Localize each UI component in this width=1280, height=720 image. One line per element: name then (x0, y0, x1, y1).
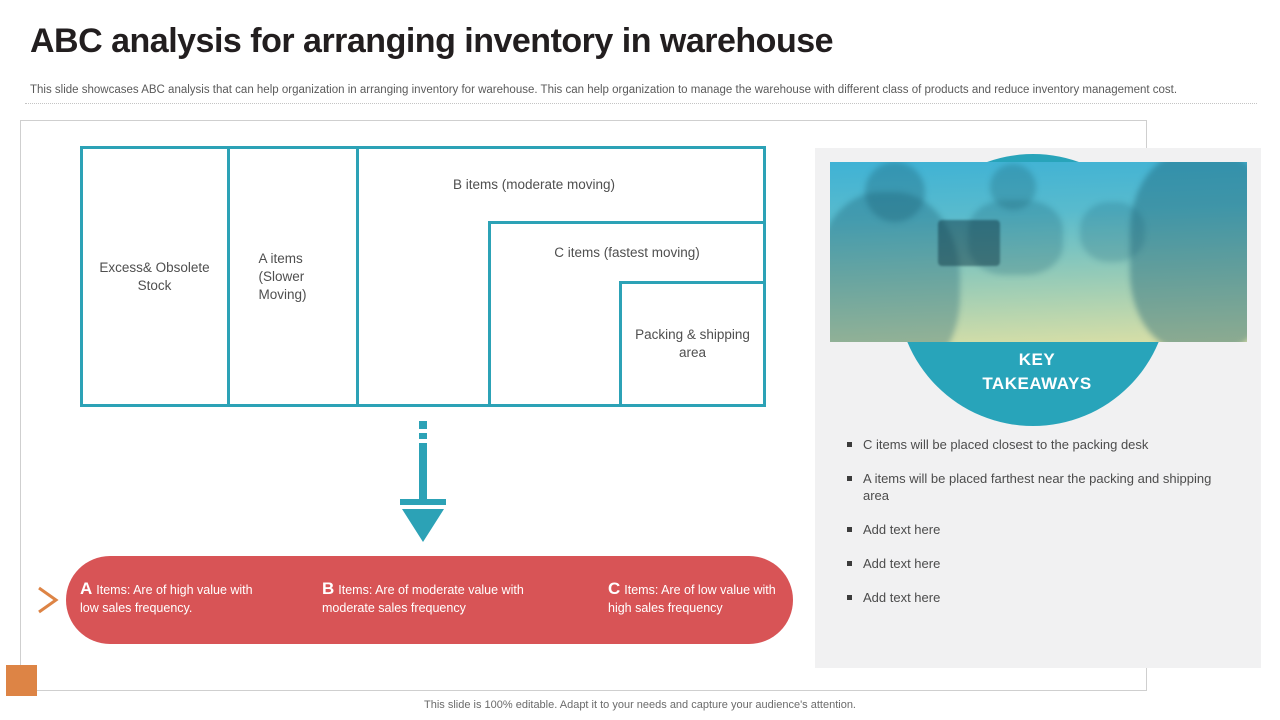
header-divider (25, 103, 1257, 104)
takeaway-item: C items will be placed closest to the pa… (845, 436, 1237, 453)
zone-divider-1 (227, 146, 230, 407)
packing-zone-box (619, 281, 766, 407)
legend-letter-a: A (80, 579, 93, 598)
legend-text-a: Items: Are of high value with low sales … (80, 583, 253, 615)
footer-note: This slide is 100% editable. Adapt it to… (424, 699, 856, 711)
legend-letter-b: B (322, 579, 335, 598)
page-title: ABC analysis for arranging inventory in … (30, 22, 834, 60)
slide-description: This slide showcases ABC analysis that c… (30, 84, 1178, 96)
takeaway-item: A items will be placed farthest near the… (845, 470, 1237, 504)
photo-person-left (830, 192, 960, 342)
takeaway-placeholder[interactable]: Add text here (845, 521, 1237, 538)
key-takeaways-list: C items will be placed closest to the pa… (845, 436, 1237, 623)
zone-c-items: C items (fastest moving) (554, 245, 700, 260)
zone-packing-shipping: Packing & shipping area (635, 327, 750, 360)
zone-b-items: B items (moderate moving) (452, 177, 616, 192)
chevron-right-icon (38, 586, 59, 614)
photo-person-right (1130, 162, 1247, 342)
zone-a-items: A items (Slower Moving) (258, 250, 307, 302)
corner-accent-square (6, 665, 37, 696)
key-takeaways-heading: KEY TAKEAWAYS (982, 350, 1092, 393)
photo-laptop (938, 220, 1000, 266)
photo-person-midright (1080, 202, 1145, 262)
photo-person-left-head (865, 162, 925, 222)
takeaway-placeholder[interactable]: Add text here (845, 589, 1237, 606)
legend-letter-c: C (608, 579, 621, 598)
arrow-down-icon (400, 421, 446, 542)
legend-text-c: Items: Are of low value with high sales … (608, 583, 776, 615)
photo-person-center-head (990, 164, 1036, 210)
legend-text-b: Items: Are of moderate value with modera… (322, 583, 524, 615)
takeaway-placeholder[interactable]: Add text here (845, 555, 1237, 572)
team-meeting-photo (830, 162, 1247, 342)
zone-divider-2 (356, 146, 359, 407)
zone-excess-obsolete: Excess& Obsolete Stock (99, 259, 210, 293)
